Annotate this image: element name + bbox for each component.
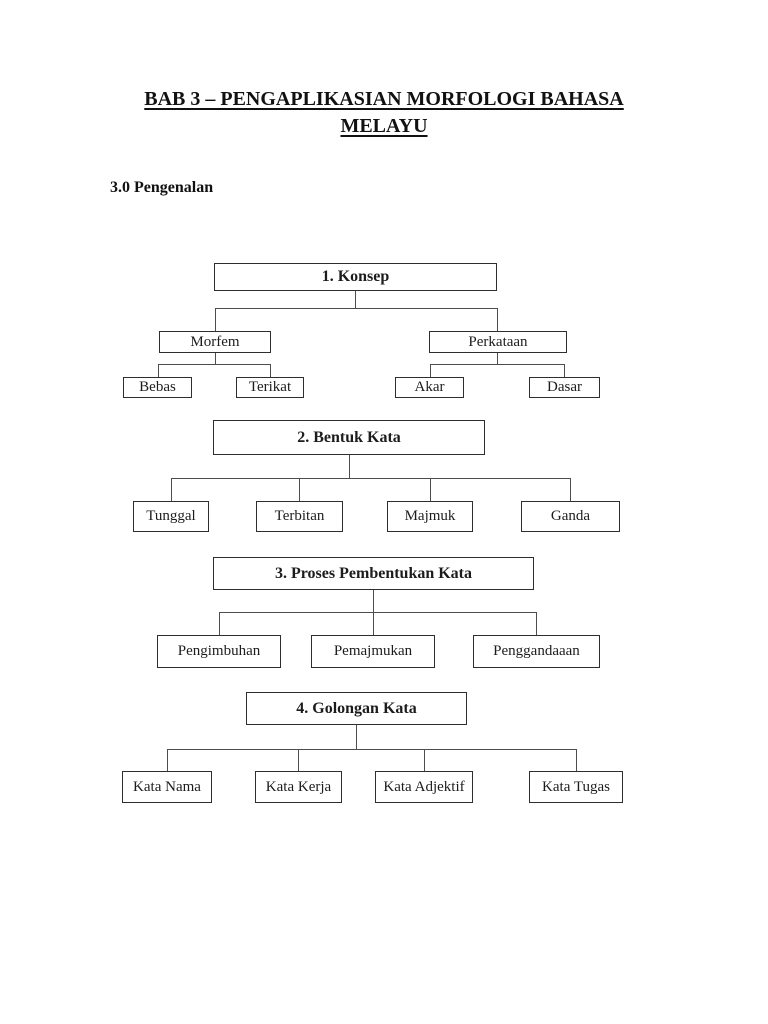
connector-kata-kerja-drop xyxy=(298,749,299,771)
node-bentuk-kata: 2. Bentuk Kata xyxy=(213,420,485,455)
connector-bentuk-stub xyxy=(349,455,350,478)
connector-kata-nama-drop xyxy=(167,749,168,771)
node-perkataan: Perkataan xyxy=(429,331,567,353)
node-majmuk: Majmuk xyxy=(387,501,473,532)
node-kata-tugas: Kata Tugas xyxy=(529,771,623,803)
connector-konsep-stub xyxy=(355,291,356,308)
connector-akar-drop xyxy=(430,364,431,377)
connector-kata-tugas-drop xyxy=(576,749,577,771)
node-terbitan: Terbitan xyxy=(256,501,343,532)
connector-konsep-rail xyxy=(215,308,498,309)
connector-morfem-rail xyxy=(158,364,271,365)
connector-perkataan-rail xyxy=(430,364,565,365)
connector-terikat-drop xyxy=(270,364,271,377)
connector-tunggal-drop xyxy=(171,478,172,501)
connector-bebas-drop xyxy=(158,364,159,377)
document-title-line2: MELAYU xyxy=(340,115,428,137)
node-pemajmukan: Pemajmukan xyxy=(311,635,435,668)
connector-proses-rail xyxy=(219,612,536,613)
connector-dasar-drop xyxy=(564,364,565,377)
connector-golongan-rail xyxy=(167,749,576,750)
connector-golongan-stub xyxy=(356,725,357,749)
connector-pengimbuhan-drop xyxy=(219,612,220,635)
node-dasar: Dasar xyxy=(529,377,600,398)
node-konsep: 1. Konsep xyxy=(214,263,497,291)
node-ganda: Ganda xyxy=(521,501,620,532)
node-morfem: Morfem xyxy=(159,331,271,353)
connector-ganda-drop xyxy=(570,478,571,501)
connector-morfem-stub xyxy=(215,353,216,364)
section-heading: 3.0 Pengenalan xyxy=(110,179,214,196)
connector-bentuk-rail xyxy=(171,478,570,479)
connector-majmuk-drop xyxy=(430,478,431,501)
node-akar: Akar xyxy=(395,377,464,398)
node-terikat: Terikat xyxy=(236,377,304,398)
document-title-line1: BAB 3 – PENGAPLIKASIAN MORFOLOGI BAHASA xyxy=(144,88,624,110)
connector-penggandaan-drop xyxy=(536,612,537,635)
node-golongan-kata: 4. Golongan Kata xyxy=(246,692,467,725)
node-proses-pembentukan-kata: 3. Proses Pembentukan Kata xyxy=(213,557,534,590)
connector-kata-adjektif-drop xyxy=(424,749,425,771)
connector-perkataan-drop xyxy=(497,308,498,331)
node-penggandaaan: Penggandaaan xyxy=(473,635,600,668)
node-kata-nama: Kata Nama xyxy=(122,771,212,803)
node-pengimbuhan: Pengimbuhan xyxy=(157,635,281,668)
connector-perkataan-stub xyxy=(497,353,498,364)
connector-morfem-drop xyxy=(215,308,216,331)
node-kata-adjektif: Kata Adjektif xyxy=(375,771,473,803)
node-kata-kerja: Kata Kerja xyxy=(255,771,342,803)
connector-terbitan-drop xyxy=(299,478,300,501)
node-tunggal: Tunggal xyxy=(133,501,209,532)
document-title: BAB 3 – PENGAPLIKASIAN MORFOLOGI BAHASA … xyxy=(0,86,768,140)
node-bebas: Bebas xyxy=(123,377,192,398)
